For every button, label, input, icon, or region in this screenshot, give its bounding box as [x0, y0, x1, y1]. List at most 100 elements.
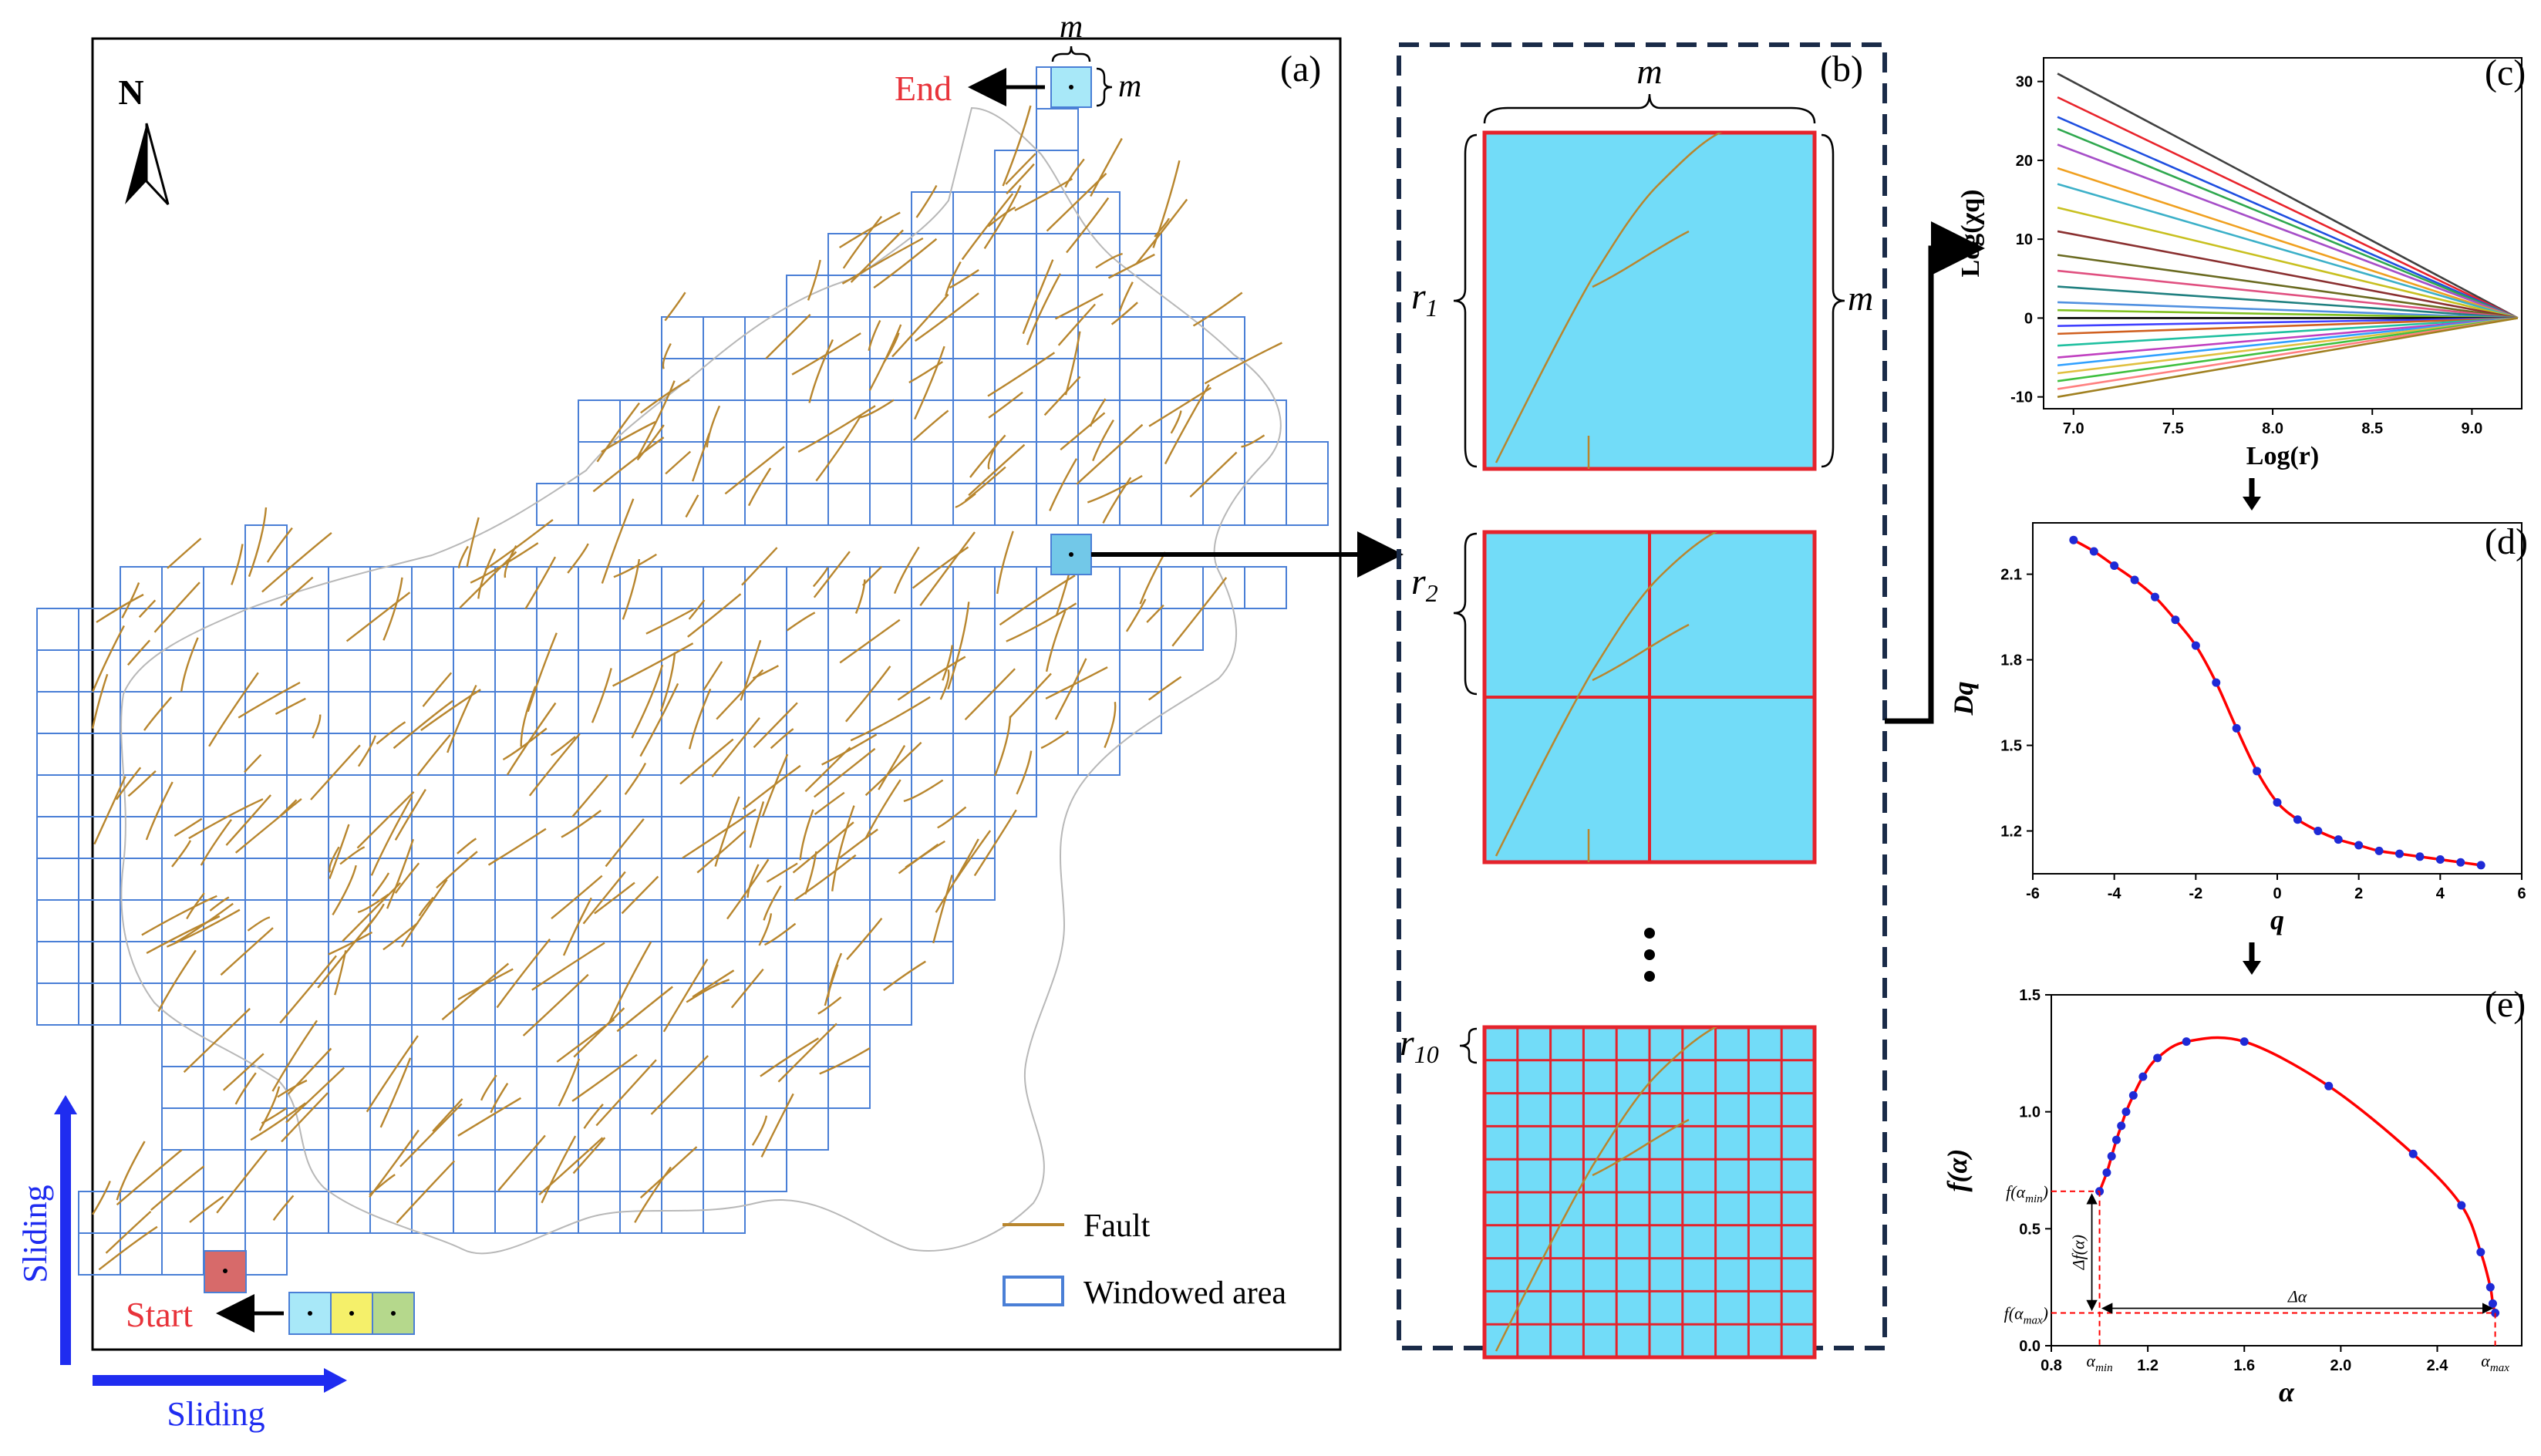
fault-line — [814, 791, 845, 815]
y-tick-label: 0.5 — [2019, 1221, 2041, 1238]
window-cell — [36, 691, 79, 734]
series-line — [2057, 317, 2518, 335]
y-tick-label: -10 — [2010, 389, 2033, 406]
fault-line — [935, 838, 979, 913]
f-alpha-max-label: f(αmax) — [2004, 1304, 2048, 1327]
y-tick-label: 0 — [2024, 310, 2033, 327]
fault-line — [312, 714, 322, 739]
fault-line — [342, 881, 402, 942]
fault-line — [583, 1104, 604, 1129]
x-tick-label: 7.0 — [2063, 420, 2084, 437]
box-r10-faults — [1495, 1027, 1718, 1352]
fault-line — [209, 896, 230, 912]
fault-line — [220, 927, 274, 976]
alpha-min-label: αmin — [2087, 1351, 2113, 1374]
fault-line — [812, 567, 829, 588]
fault-line — [174, 902, 234, 944]
fault-line — [664, 292, 686, 322]
fault-line — [356, 790, 415, 849]
fault-line — [987, 440, 999, 470]
x-tick-label: 2.4 — [2427, 1357, 2449, 1374]
fault-line — [281, 1092, 329, 1143]
window-cell — [827, 1066, 871, 1109]
fault-line — [91, 673, 109, 729]
fault-line — [369, 1174, 396, 1196]
fault-line — [562, 897, 592, 956]
fault-line — [792, 821, 854, 874]
end-cell[interactable] — [1050, 66, 1092, 108]
delta-f-label: Δf(α) — [2069, 1235, 2088, 1270]
fault-line — [1040, 730, 1070, 750]
fault-line — [1241, 434, 1265, 448]
fault-line — [864, 741, 922, 797]
m-brace-side — [1096, 67, 1113, 107]
fault-line — [854, 579, 866, 614]
fault-line — [376, 721, 406, 745]
start-label: Start — [126, 1295, 193, 1334]
fault-line — [687, 593, 742, 638]
fault-line — [932, 875, 953, 944]
fault-line — [662, 342, 672, 369]
fault-line — [808, 339, 834, 403]
panel-b: (b) m r1 m r2 — [1397, 42, 1985, 1360]
fault-line — [1148, 386, 1212, 427]
fault-line — [189, 1195, 224, 1223]
fault-line — [751, 1115, 768, 1146]
box-r10-grid — [1484, 1027, 1815, 1357]
fault-line — [996, 531, 1014, 595]
y-tick-label: 1.2 — [2000, 824, 2022, 841]
fault-line — [765, 313, 811, 359]
fault-line — [261, 531, 332, 593]
fault-line — [942, 645, 953, 681]
fault-line — [558, 1058, 581, 1107]
fault-line — [1192, 292, 1243, 327]
series-line — [2057, 317, 2518, 347]
fault-line — [1076, 423, 1144, 485]
fault-line — [216, 1149, 268, 1214]
f-alpha-point — [2117, 1121, 2126, 1131]
fault-line — [345, 592, 411, 642]
sliding-vertical-head — [54, 1095, 77, 1114]
fault-line — [659, 652, 676, 712]
windowed-area-grid — [36, 66, 1329, 1276]
dq-point — [2110, 561, 2119, 570]
x-tick-label: -4 — [2108, 885, 2122, 902]
f-alpha-point — [2485, 1282, 2495, 1292]
north-arrow-icon: N — [118, 72, 170, 206]
fault-line — [1189, 451, 1238, 498]
fault-line — [487, 827, 547, 866]
fault-line — [662, 959, 709, 1033]
fault-line — [143, 696, 173, 731]
fault-line — [379, 1057, 412, 1128]
fault-line — [527, 632, 558, 713]
series-line — [2057, 127, 2519, 319]
fault-line — [420, 689, 481, 731]
fault-line — [457, 545, 469, 568]
series-line — [2057, 116, 2519, 319]
ellipsis-dot-1 — [1644, 928, 1655, 939]
series-line — [2057, 72, 2519, 319]
fault-line — [706, 405, 721, 448]
dq-point — [2435, 855, 2445, 865]
fault-line — [692, 969, 735, 998]
dq-point — [2253, 767, 2262, 776]
fault-line — [1095, 252, 1123, 269]
box-r1 — [1482, 130, 1817, 471]
dq-point — [2171, 615, 2180, 625]
plot-frame — [2051, 994, 2522, 1346]
fault-line — [280, 576, 314, 607]
fault-line — [631, 664, 664, 739]
down-arrow-d-e — [2243, 942, 2261, 975]
f-alpha-point — [2476, 1248, 2485, 1257]
fault-line — [688, 688, 712, 750]
fault-line — [760, 1037, 820, 1077]
fault-line — [531, 942, 605, 991]
fault-line — [747, 467, 772, 507]
fault-line — [416, 734, 451, 777]
window-cell — [36, 858, 79, 901]
f-alpha-point — [2138, 1072, 2148, 1081]
fault-line — [480, 1074, 497, 1101]
fault-line — [93, 776, 126, 845]
window-cell — [36, 899, 79, 942]
fault-line — [222, 1053, 265, 1091]
